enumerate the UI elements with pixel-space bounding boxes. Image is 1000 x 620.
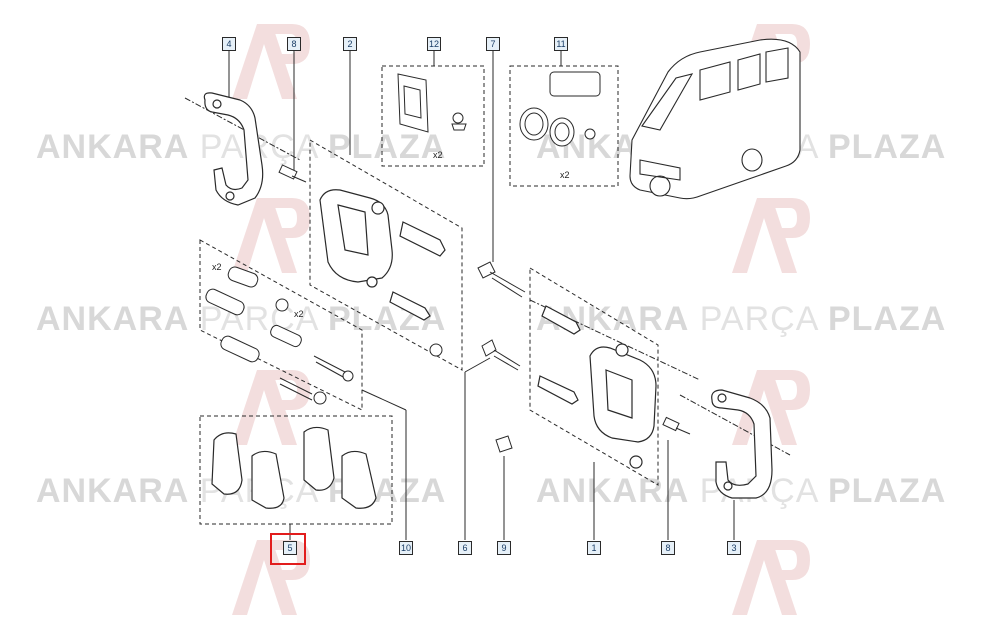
callout-7[interactable]: 7 [486, 37, 500, 51]
quantity-label-sleeve: x2 [212, 262, 222, 272]
selected-callout-highlight [270, 533, 306, 565]
van-illustration [629, 38, 801, 200]
part-5-brake-pads [211, 426, 377, 509]
quantity-label-seal: x2 [560, 170, 570, 180]
watermark-logo-icon [732, 370, 810, 445]
callout-6[interactable]: 6 [458, 541, 472, 555]
callout-2[interactable]: 2 [343, 37, 357, 51]
callout-4[interactable]: 4 [222, 37, 236, 51]
part-8-bolt-top [278, 164, 307, 183]
watermark-row-2-right: ANKARA PARÇA PLAZA [536, 300, 947, 338]
part-11-seal-kit [519, 71, 601, 147]
part-6-bolt [429, 339, 521, 371]
group-box-1 [529, 267, 659, 486]
callout-3[interactable]: 3 [727, 541, 741, 555]
group-box-11 [509, 65, 619, 187]
quantity-label-clip: x2 [433, 150, 443, 160]
part-4-caliper-bracket-left [203, 92, 264, 206]
part-8-bolt-right [662, 416, 691, 435]
callout-8[interactable]: 8 [287, 37, 301, 51]
leader-lines [184, 50, 791, 540]
quantity-label-boot: x2 [294, 309, 304, 319]
part-9-bleeder [495, 435, 513, 453]
callout-1[interactable]: 1 [587, 541, 601, 555]
callout-10[interactable]: 10 [399, 541, 413, 555]
group-box-5 [199, 415, 393, 525]
group-box-2 [309, 139, 463, 371]
callout-9[interactable]: 9 [497, 541, 511, 555]
watermark-logo-icon [232, 198, 310, 273]
part-3-caliper-bracket-right [711, 389, 773, 499]
parts-diagram: ANKARA PARÇA PLAZA ANKARA PARÇA PLAZA AN… [36, 24, 947, 615]
part-2-caliper-left [319, 189, 446, 321]
callout-5[interactable]: 5 [283, 541, 297, 555]
watermark-logo-icon [232, 540, 310, 615]
part-1-caliper-right [537, 305, 657, 469]
watermark-logo-icon [732, 198, 810, 273]
watermark-logo-icon [732, 540, 810, 615]
callout-8-right[interactable]: 8 [661, 541, 675, 555]
watermark-logo-icon [232, 370, 310, 445]
part-12-clip [397, 73, 467, 133]
group-box-12 [381, 65, 485, 167]
callout-11[interactable]: 11 [554, 37, 568, 51]
watermark-logo-icon [232, 24, 310, 99]
part-7-long-bolt [477, 261, 526, 298]
part-10-guide-pins [205, 266, 354, 405]
callout-12[interactable]: 12 [427, 37, 441, 51]
exploded-view-drawing [184, 38, 801, 540]
